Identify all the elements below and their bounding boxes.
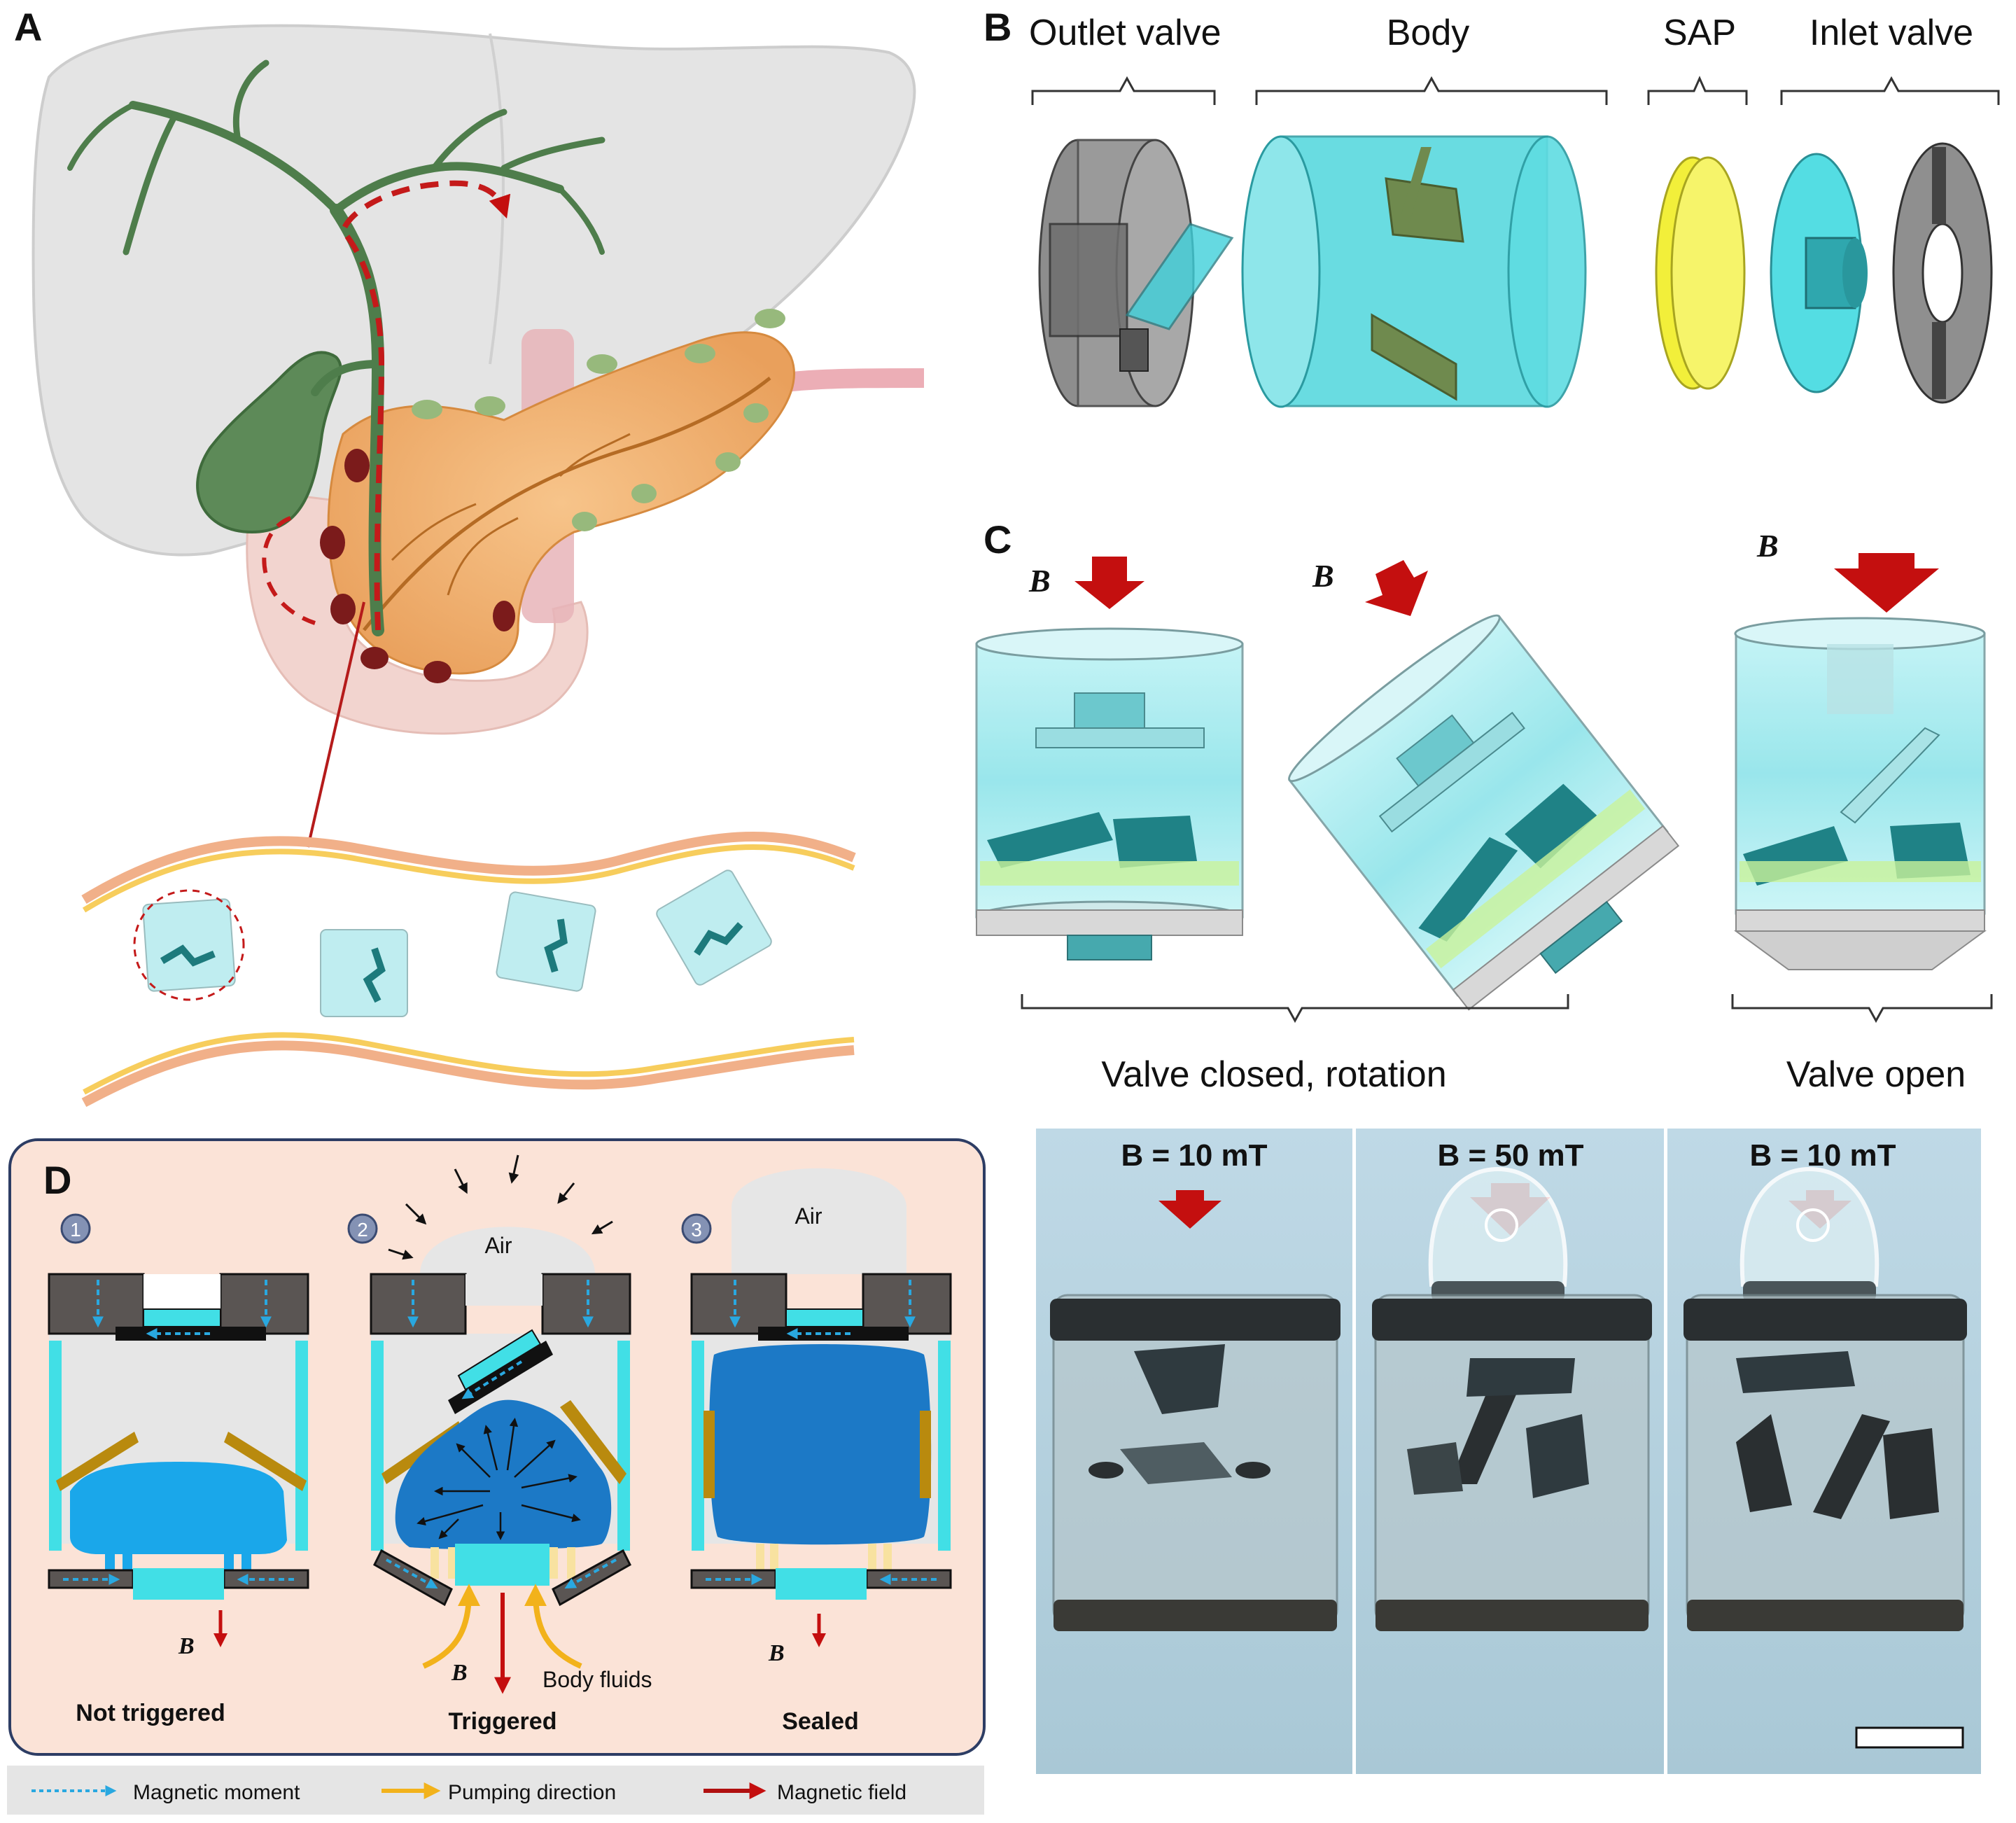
panel-b: B Outlet valve Body SAP Inlet valve (983, 5, 2000, 408)
bile-duct-tree (67, 60, 606, 636)
d-step2-body-fluids: Body fluids (542, 1667, 652, 1692)
d-step2-field-label: B (451, 1660, 468, 1686)
panel-b-letter: B (983, 5, 1011, 49)
e-photo-frame-3: B = 10 mT (1667, 1129, 1981, 1774)
panel-c: C B B B (975, 517, 1993, 1095)
panel-c-letter: C (983, 517, 1011, 561)
label-sap: SAP (1663, 13, 1736, 53)
c-field-label-2: B (1312, 558, 1334, 594)
legend-bar (7, 1766, 984, 1815)
d-step1-field-label: B (178, 1633, 195, 1659)
legend-pumping-direction-label: Pumping direction (448, 1781, 616, 1804)
d-step1-device: B (48, 1273, 309, 1659)
c-caption-open: Valve open (1786, 1054, 1966, 1095)
e-frame3-field: B = 10 mT (1749, 1138, 1896, 1173)
d-step2-device: Air (370, 1154, 652, 1694)
panel-d: D 1 2 3 (8, 1138, 986, 1756)
c-field-arrow-3 (1834, 553, 1939, 613)
gallbladder-illustration (196, 351, 342, 534)
step-number-2-text: 2 (357, 1219, 368, 1241)
e-photo-frame-1: B = 10 mT (1036, 1129, 1352, 1774)
duct-walls (81, 831, 856, 1108)
e-frame1-arrow (1158, 1190, 1222, 1229)
c-field-label-3: B (1756, 528, 1779, 564)
c-bracket-open (1731, 994, 1993, 1024)
body-model (1241, 135, 1587, 408)
panel-a-letter: A (14, 5, 42, 49)
c-caption-closed: Valve closed, rotation (1101, 1054, 1446, 1095)
navigation-path (340, 180, 511, 631)
e-photo-frame-2: B = 50 mT (1356, 1129, 1664, 1774)
lymph-nodes (320, 309, 785, 683)
c-capsule-closed-1 (975, 627, 1244, 961)
sap-model (1655, 156, 1746, 390)
e-frame1-field: B = 10 mT (1121, 1138, 1267, 1173)
c-capsule-closed-2 (1288, 614, 1680, 1011)
label-body: Body (1387, 13, 1470, 53)
mini-capsules (133, 869, 772, 1017)
legend-magnetic-field-label: Magnetic field (777, 1781, 906, 1804)
c-bracket-closed (1021, 994, 1569, 1024)
legend: Magnetic moment Pumping direction Magnet… (7, 1766, 984, 1815)
label-inlet-valve: Inlet valve (1809, 13, 1973, 53)
panel-a: A (14, 5, 925, 1108)
c-field-arrow-2 (1365, 560, 1428, 616)
legend-magnetic-moment-label: Magnetic moment (133, 1781, 300, 1804)
outlet-valve-model (1038, 139, 1234, 407)
step-number-2: 2 (347, 1213, 378, 1244)
step-number-3-text: 3 (691, 1219, 702, 1241)
step-number-3: 3 (681, 1213, 712, 1244)
d-step2-air-label: Air (484, 1233, 512, 1258)
pancreas-illustration (327, 331, 795, 675)
c-field-arrow-1 (1074, 557, 1144, 609)
c-field-label-1: B (1028, 563, 1051, 599)
inlet-valve-model (1770, 142, 1993, 404)
label-outlet-valve: Outlet valve (1029, 13, 1222, 53)
panel-d-letter: D (43, 1158, 71, 1202)
d-step3-field-label: B (768, 1640, 785, 1666)
step-number-1-text: 1 (70, 1219, 81, 1241)
step-number-1: 1 (60, 1213, 91, 1244)
b-brackets (1031, 76, 2000, 105)
zoom-line (307, 601, 365, 848)
d-step3-air-label: Air (794, 1203, 822, 1229)
d-caption-not-triggered: Not triggered (76, 1700, 225, 1726)
c-capsule-open (1733, 617, 1987, 970)
panel-e: E B = 10 mT B = 50 mT (1036, 1129, 1981, 1774)
d-caption-sealed: Sealed (782, 1708, 859, 1735)
e-scale-bar (1855, 1726, 1964, 1749)
e-frame2-field: B = 50 mT (1437, 1138, 1583, 1173)
d-step3-device: Air B (690, 1168, 952, 1666)
d-caption-triggered: Triggered (449, 1708, 557, 1735)
